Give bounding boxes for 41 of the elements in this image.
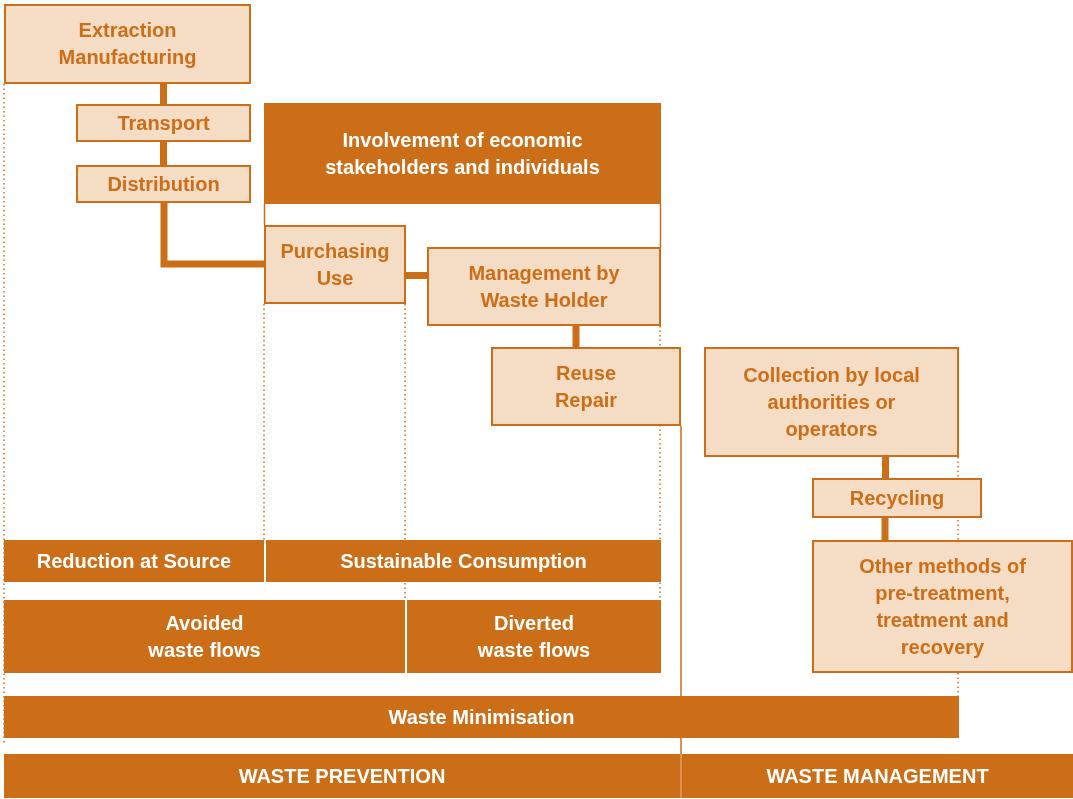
connector-line — [572, 326, 580, 347]
node-label: Waste Minimisation — [388, 704, 575, 730]
node-label: Transport — [117, 110, 210, 136]
process-box — [491, 347, 681, 426]
process-box — [427, 247, 661, 326]
process-box — [812, 478, 982, 518]
category-band — [4, 540, 264, 582]
category-band — [266, 540, 661, 582]
node-label: Distribution — [107, 171, 220, 197]
category-band — [407, 600, 661, 673]
connector-line — [160, 142, 167, 165]
process-box — [4, 4, 251, 84]
node-label: Involvement of economic stakeholders and individuals — [324, 127, 601, 180]
category-band — [682, 754, 1073, 798]
node-label: Avoided waste flows — [147, 610, 262, 663]
process-box — [76, 104, 251, 142]
node-label: WASTE PREVENTION — [238, 763, 446, 789]
node-label: Collection by local authorities or operators — [742, 362, 921, 442]
connector-line — [160, 84, 167, 104]
node-label: Purchasing Use — [279, 238, 391, 291]
process-box — [812, 540, 1073, 673]
connector-line — [406, 272, 427, 279]
node-label: Sustainable Consumption — [340, 548, 587, 574]
node-label: Management by Waste Holder — [467, 260, 621, 313]
node-label: WASTE MANAGEMENT — [766, 763, 989, 789]
category-band — [4, 754, 680, 798]
node-label: Reuse Repair — [553, 360, 619, 413]
process-box — [76, 165, 251, 203]
category-band — [4, 600, 405, 673]
connector-line — [882, 457, 889, 478]
node-label: Other methods of pre-treatment, treatment and recovery — [858, 553, 1027, 660]
node-label: Recycling — [849, 485, 945, 511]
node-label: Diverted waste flows — [476, 610, 592, 663]
category-band — [4, 696, 959, 738]
connector-line — [881, 518, 889, 540]
category-band — [264, 103, 661, 204]
node-label: Reduction at Source — [36, 548, 232, 574]
process-box — [704, 347, 959, 457]
node-label: Extraction Manufacturing — [57, 18, 198, 70]
process-box — [264, 225, 406, 304]
connector-line — [160, 203, 264, 268]
